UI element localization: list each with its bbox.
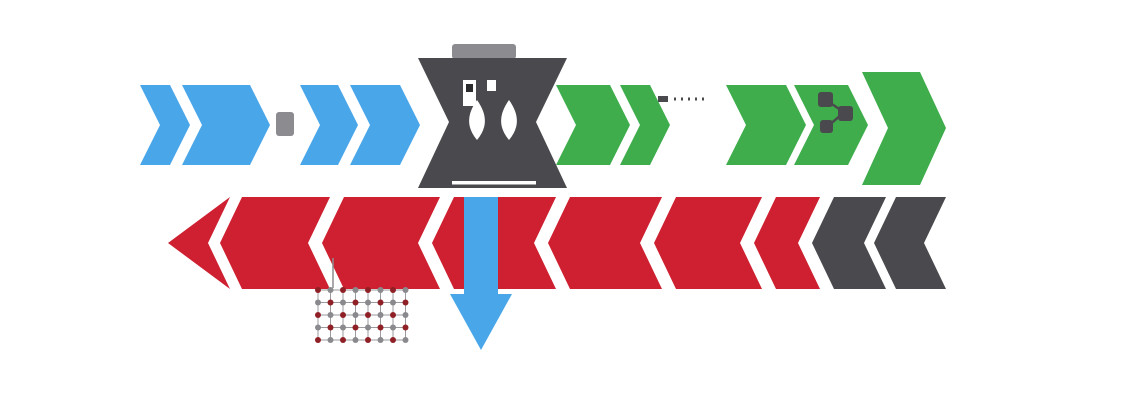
cuvette-cap-icon — [466, 84, 473, 92]
blue-arrow-3 — [300, 85, 358, 165]
lattice-atom — [340, 324, 346, 331]
dash-mark — [658, 96, 668, 102]
droplet-icon-right — [501, 100, 517, 140]
lattice-atom — [352, 287, 359, 293]
green-arrow-3 — [726, 85, 806, 165]
lattice-atom — [402, 287, 409, 293]
blue-down-arrow-shaft — [464, 197, 498, 297]
lattice-atom — [365, 287, 371, 293]
lattice-atom — [377, 337, 384, 343]
droplet-icon-left — [469, 100, 485, 140]
lattice-atom — [365, 312, 371, 318]
top-flow-row — [140, 44, 946, 188]
lattice-atom — [352, 324, 359, 331]
lattice-atom — [402, 299, 409, 306]
red-arrow-segment-4 — [548, 197, 662, 289]
lattice-atom — [365, 299, 371, 306]
red-arrow-segment-1 — [220, 197, 330, 289]
red-arrow-segment-5 — [654, 197, 762, 289]
lattice-atom — [315, 337, 321, 343]
molecule-cluster-icon — [818, 92, 853, 133]
red-arrow-segment-6 — [754, 197, 820, 289]
lattice-atom — [377, 299, 384, 306]
lattice-atom — [390, 324, 396, 331]
hourglass-label-plate — [452, 44, 516, 59]
molecule-atom — [838, 106, 853, 121]
green-arrow-1 — [556, 85, 630, 165]
lattice-atom — [352, 312, 359, 318]
small-molecule-icon — [276, 112, 294, 136]
lattice-atom — [327, 324, 334, 331]
blue-down-arrow — [450, 197, 512, 350]
lattice-atom — [327, 337, 334, 343]
blue-arrow-4 — [350, 85, 420, 165]
lattice-atom — [327, 312, 334, 318]
lattice-atom — [340, 299, 346, 306]
lattice-atom — [390, 287, 396, 293]
lattice-atom — [365, 324, 371, 331]
lattice-atom — [340, 287, 346, 293]
blue-arrow-2 — [182, 85, 270, 165]
sample-block-icon — [487, 80, 496, 91]
reactor-hourglass — [418, 44, 567, 188]
molecule-atom — [818, 92, 833, 107]
crystal-lattice — [315, 287, 409, 343]
blue-down-arrow-head — [450, 294, 512, 350]
molecule-atom — [820, 120, 833, 133]
red-arrowhead — [168, 197, 230, 289]
lattice-atom — [390, 312, 396, 318]
lattice-atom — [377, 312, 384, 318]
green-arrow-2 — [620, 85, 670, 165]
lattice-atom — [402, 312, 409, 318]
lattice-atom — [390, 299, 396, 306]
baseline-bar — [452, 181, 536, 185]
blue-arrow-1 — [140, 85, 190, 165]
green-arrow-5 — [862, 72, 946, 185]
lattice-atom — [327, 299, 334, 306]
dark-arrow-1 — [812, 197, 886, 289]
lattice-atom — [390, 337, 396, 343]
cuvette-icon — [463, 80, 476, 106]
lattice-atom — [315, 312, 321, 318]
red-arrow-segment-2 — [322, 197, 440, 289]
lattice-atom — [327, 287, 334, 293]
lattice-atom — [315, 287, 321, 293]
lattice-atom — [377, 324, 384, 331]
lattice-atom — [402, 324, 409, 331]
lattice-atom — [340, 337, 346, 343]
dark-arrow-2 — [874, 197, 946, 289]
lattice-atom — [377, 287, 384, 293]
lattice-atom — [315, 299, 321, 306]
lattice-atom — [315, 324, 321, 331]
lattice-atom — [352, 299, 359, 306]
lattice-atom — [340, 312, 346, 318]
lattice-atom — [352, 337, 359, 343]
lattice-atom — [365, 337, 371, 343]
hourglass-body — [418, 58, 567, 188]
bottom-flow-row — [168, 197, 946, 350]
lattice-atom — [402, 337, 409, 343]
